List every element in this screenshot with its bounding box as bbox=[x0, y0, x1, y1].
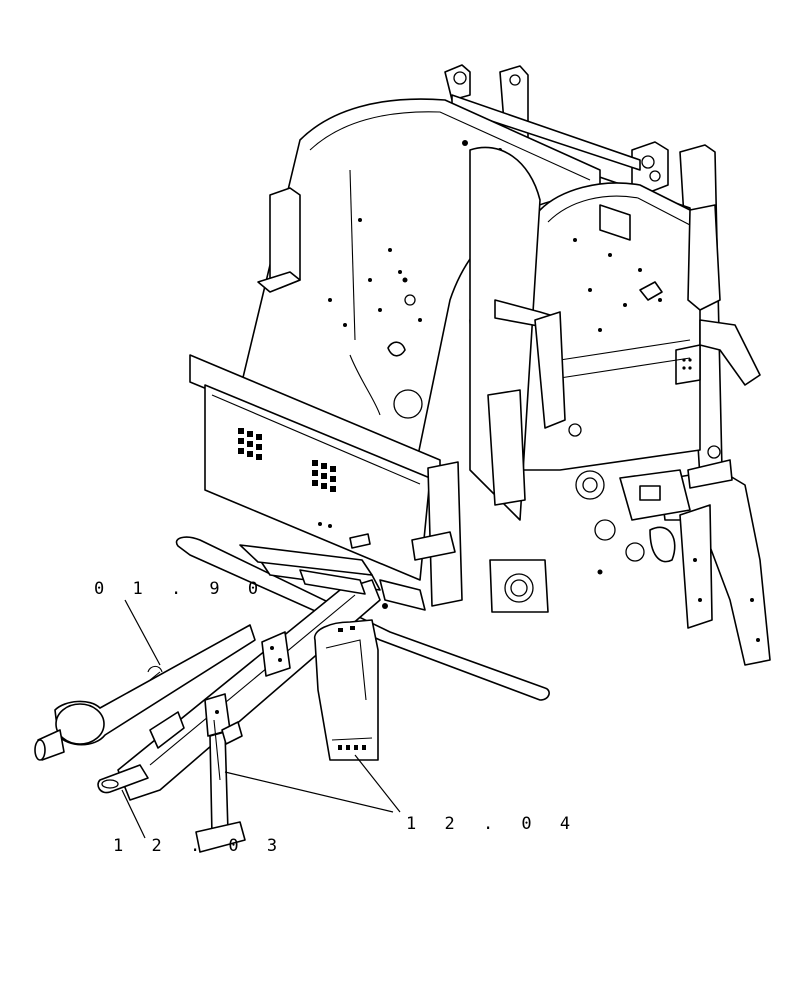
hitch-eye bbox=[97, 764, 149, 794]
right-lower-frame bbox=[619, 445, 771, 666]
leader-12-04-a bbox=[224, 771, 394, 813]
center-bracket bbox=[411, 461, 549, 613]
leader-12-04-b bbox=[354, 754, 401, 813]
leader-12-03 bbox=[121, 789, 146, 839]
step-ladder bbox=[314, 619, 379, 761]
callout-12-03: 1 2 . 0 3 bbox=[113, 836, 286, 856]
tie-bar bbox=[175, 536, 550, 701]
leader-01-90 bbox=[124, 599, 161, 666]
leader-lines bbox=[121, 599, 401, 839]
callout-01-90: 0 1 . 9 0 bbox=[94, 579, 267, 599]
callout-12-04: 1 2 . 0 4 bbox=[406, 814, 579, 834]
jack-stand bbox=[195, 693, 246, 853]
front-panel bbox=[189, 354, 441, 581]
vent-grid-right bbox=[312, 460, 336, 492]
center-frame bbox=[469, 146, 645, 575]
pto-driveline bbox=[34, 624, 256, 761]
vent-grid-left bbox=[238, 428, 262, 460]
